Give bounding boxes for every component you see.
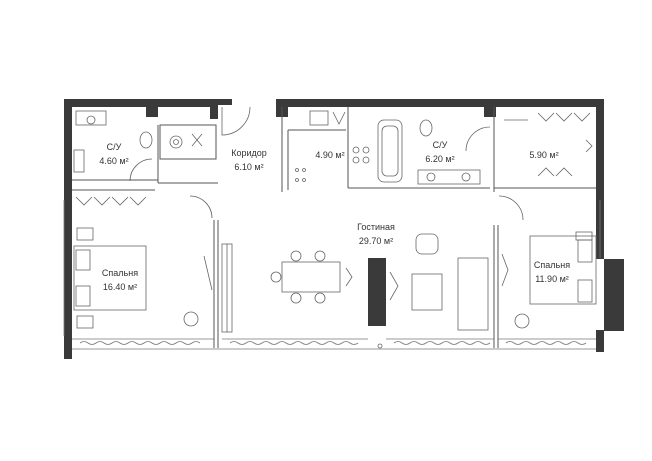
room-area-bedroom1: 16.40 м² [103,282,137,292]
bath2-fixtures [377,119,481,185]
bedroom1-furniture [73,196,213,329]
room-area-bath1: 4.60 м² [99,156,128,166]
windows [63,200,601,350]
walls [64,99,624,359]
bedroom2-furniture [501,231,597,329]
room-labels: С/У 4.60 м² Коридор 6.10 м² 4.90 м² С/У … [99,140,570,292]
wardrobe-fixtures [504,112,593,177]
room-area-corridor: 6.10 м² [234,162,263,172]
room-area-living: 29.70 м² [359,236,393,246]
kitchen-fixtures [295,110,370,182]
room-name-bath1: С/У [107,142,122,152]
bath1-fixtures [73,110,203,173]
room-area-wardrobe: 5.90 м² [529,150,558,160]
room-name-bedroom2: Спальня [534,260,570,270]
room-name-bath2: С/У [433,140,448,150]
room-name-living: Гостиная [357,222,395,232]
partitions [72,107,596,348]
room-name-corridor: Коридор [231,148,267,158]
room-name-bedroom1: Спальня [102,268,138,278]
room-area-kitchen: 4.90 м² [315,150,344,160]
living-furniture [270,233,489,349]
room-area-bedroom2: 11.90 м² [535,274,569,284]
room-area-bath2: 6.20 м² [425,154,454,164]
doors [129,106,524,221]
